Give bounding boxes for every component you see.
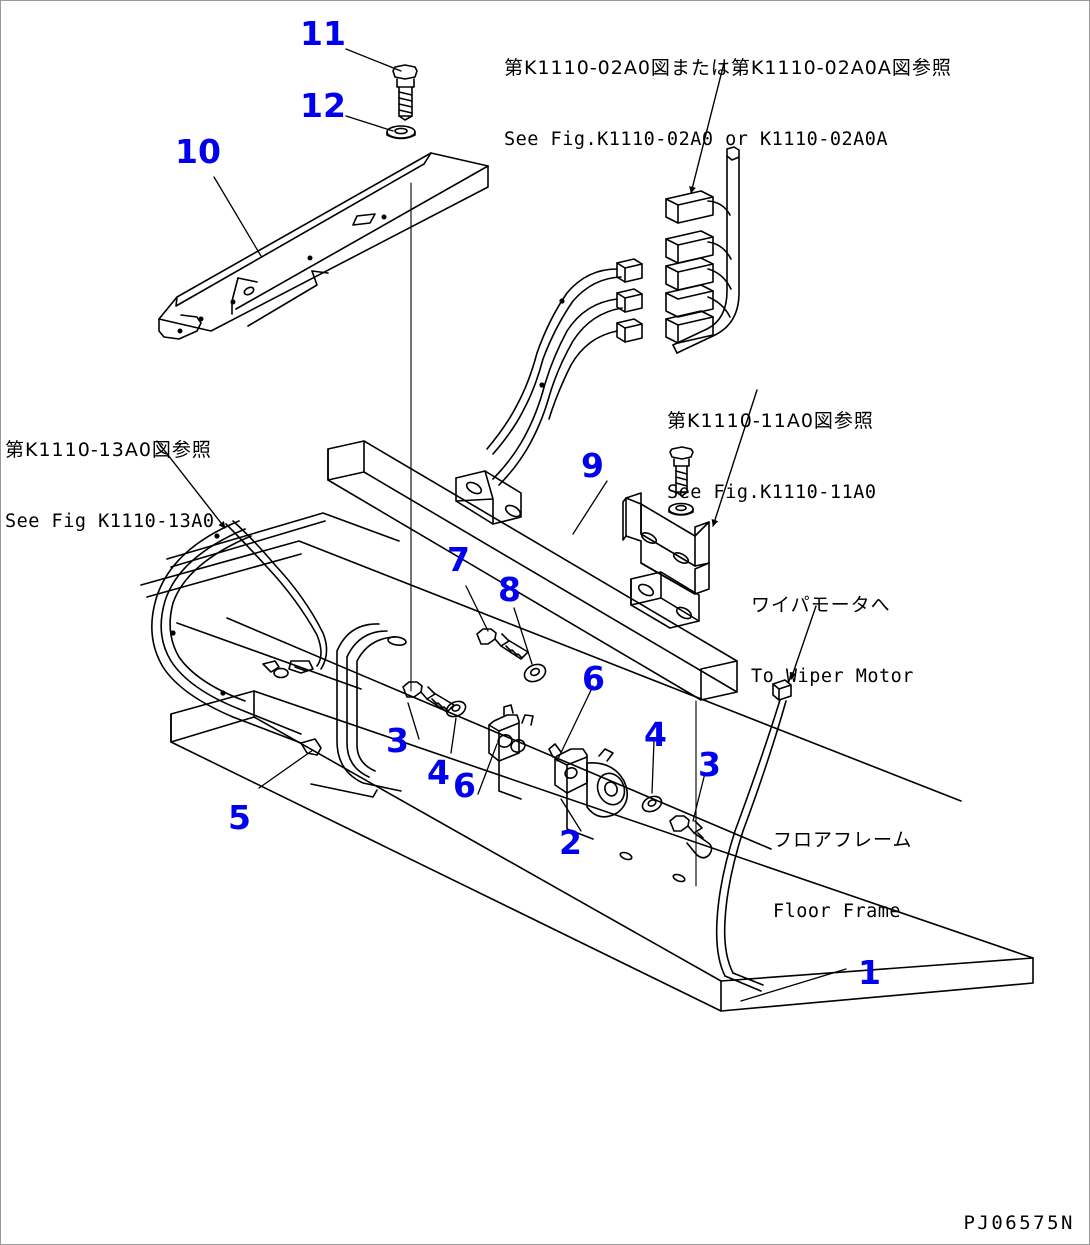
harness-connector-trio-graphic [616,258,643,343]
leader-4-right [651,740,655,794]
reference-note-11a0: 第K1110-11A0図参照 See Fig.K1110-11A0 [667,362,876,552]
leader-ref-13a0 [156,440,226,529]
leader-12 [345,115,394,132]
bracket-bolt-graphic [669,446,694,497]
mounting-bolt-right-graphic [669,815,713,859]
reference-note-02a0-jp: 第K1110-02A0図または第K1110-02A0A図参照 [504,57,952,79]
harness-connector-assembly-graphic [488,704,629,840]
page-code: PJ06575N [963,1212,1075,1234]
reference-note-02a0: 第K1110-02A0図または第K1110-02A0A図参照 See Fig.K… [504,9,952,199]
label-floor-frame-en: Floor Frame [773,901,902,922]
callout-4-right: 4 [644,715,667,754]
label-to-wiper-motor-jp: ワイパモータへ [751,594,891,616]
callout-9: 9 [581,446,604,485]
callout-12: 12 [300,86,346,125]
leader-ref-02a0 [689,62,725,194]
callout-3-right: 3 [698,745,721,784]
mounting-bolt-left-graphic [402,681,455,713]
clamp-washer-graphic [523,663,547,683]
wiper-arm-bolt-graphic [392,64,418,121]
leader-to-wiper-motor [789,605,817,680]
leader-4-left [450,717,457,754]
floor-hole-a [619,851,633,861]
bracket-washer-graphic [668,502,694,516]
floor-frame-surface-edges [166,512,400,690]
label-floor-frame-jp: フロアフレーム [773,829,913,851]
leader-8 [513,607,533,665]
callout-10: 10 [175,132,221,171]
leader-10 [213,176,262,257]
clamp-bolt-graphic [476,628,529,660]
leader-5 [258,749,314,789]
label-to-wiper-motor: ワイパモータへ To Wiper Motor [751,546,914,736]
floor-hole-b [672,873,686,883]
wiper-arm-blade-graphic [158,152,489,340]
leader-6-left [477,743,498,795]
callout-6-right: 6 [582,659,605,698]
washer-right-graphic [641,795,663,813]
callout-8: 8 [498,570,521,609]
wiper-harness-wire-graphic [486,268,623,486]
callout-4-left: 4 [427,753,450,792]
leader-9 [572,480,608,535]
leader-1 [740,968,847,1002]
washer-left-graphic [445,700,467,718]
leader-3-left [407,702,420,740]
callout-3-left: 3 [386,721,409,760]
callout-7: 7 [447,540,470,579]
label-to-wiper-motor-en: To Wiper Motor [751,666,914,687]
wiper-motor-cable-graphic [715,679,792,992]
reference-note-13a0-jp: 第K1110-13A0図参照 [5,439,212,461]
callout-2: 2 [559,823,582,862]
leader-7 [465,585,489,632]
leader-6-right [556,685,594,762]
label-floor-frame: フロアフレーム Floor Frame [773,781,912,971]
washer-hose-tube-graphic [151,520,407,798]
callout-5: 5 [228,798,251,837]
reference-note-02a0-en: See Fig.K1110-02A0 or K1110-02A0A [504,129,889,150]
leader-ref-11a0 [711,389,758,527]
harness-connector-panel-graphic [665,146,740,354]
reference-note-13a0: 第K1110-13A0図参照 See Fig K1110-13A0 [5,391,214,581]
leader-2 [560,798,582,832]
wiper-arm-washer-graphic [386,125,416,140]
floor-frame-panel-graphic [140,540,1034,1012]
reference-note-11a0-en: See Fig.K1110-11A0 [667,482,877,503]
leader-3-right [692,772,706,822]
cross-support-beam-graphic [327,440,738,701]
callout-6-left: 6 [453,766,476,805]
callout-1: 1 [858,953,881,992]
callout-11: 11 [300,14,346,53]
wiper-motor-bracket-graphic [622,492,710,595]
reference-note-11a0-jp: 第K1110-11A0図参照 [667,410,874,432]
leader-11 [345,48,402,72]
ref-13a0-wire-graphic [225,520,328,679]
reference-note-13a0-en: See Fig K1110-13A0 [5,511,215,532]
